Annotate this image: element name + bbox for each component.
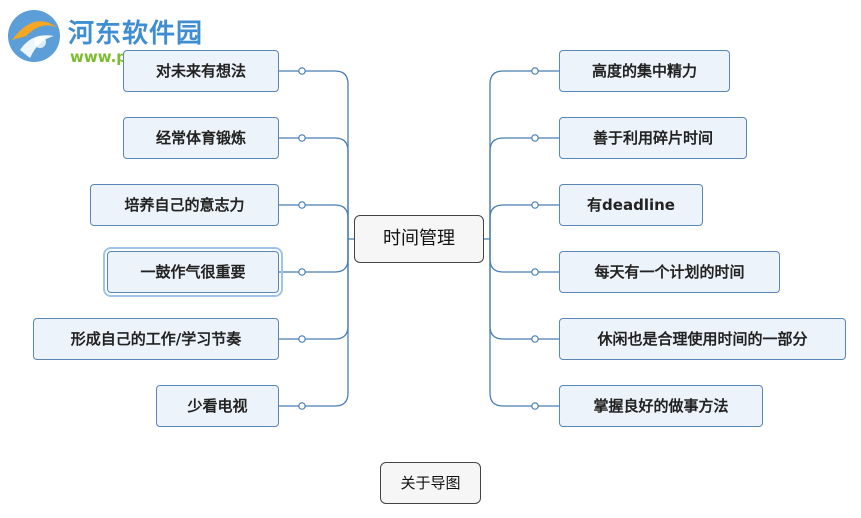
collapse-handle (298, 268, 306, 276)
topic-right-2[interactable]: 善于利用碎片时间 (559, 117, 747, 159)
topic-right-5[interactable]: 休闲也是合理使用时间的一部分 (559, 318, 846, 360)
topic-right-4[interactable]: 每天有一个计划的时间 (559, 251, 780, 293)
collapse-handle (298, 134, 306, 142)
topic-left-5[interactable]: 形成自己的工作/学习节奏 (33, 318, 279, 360)
topic-left-4-selected[interactable]: 一鼓作气很重要 (103, 247, 283, 297)
topic-right-1[interactable]: 高度的集中精力 (559, 50, 730, 92)
collapse-handle (531, 134, 539, 142)
watermark-title: 河东软件园 (68, 19, 204, 49)
collapse-handle (531, 201, 539, 209)
collapse-handle (298, 201, 306, 209)
collapse-handle (531, 402, 539, 410)
topic-left-6[interactable]: 少看电视 (156, 385, 279, 427)
collapse-handle (531, 67, 539, 75)
topic-right-3[interactable]: 有deadline (559, 184, 703, 226)
central-topic[interactable]: 时间管理 (354, 215, 484, 263)
about-mindmap-button[interactable]: 关于导图 (380, 462, 481, 504)
topic-left-2[interactable]: 经常体育锻炼 (123, 117, 279, 159)
collapse-handle (531, 268, 539, 276)
collapse-handle (298, 402, 306, 410)
collapse-handle (298, 335, 306, 343)
site-logo-icon (8, 10, 60, 62)
collapse-handle (298, 67, 306, 75)
topic-right-6[interactable]: 掌握良好的做事方法 (559, 385, 763, 427)
collapse-handle (531, 335, 539, 343)
topic-left-3[interactable]: 培养自己的意志力 (90, 184, 279, 226)
topic-left-1[interactable]: 对未来有想法 (123, 50, 279, 92)
